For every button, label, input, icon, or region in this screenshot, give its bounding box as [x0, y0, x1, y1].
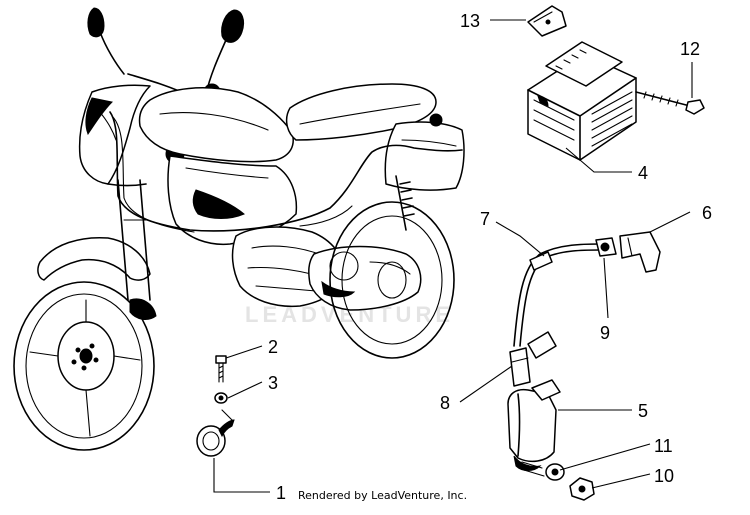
callout-11: 11: [654, 436, 673, 456]
part-bolt-2: [215, 355, 227, 383]
callout-1: 1: [276, 483, 286, 503]
part-voltage-regulator: [527, 41, 637, 161]
part-screw-12: [635, 91, 705, 115]
callout-6: 6: [702, 203, 712, 223]
part-horn: [196, 409, 235, 457]
callout-13: 13: [460, 11, 480, 31]
callout-2: 2: [268, 337, 278, 357]
callout-12: 12: [680, 39, 700, 59]
part-ht-lead: [513, 243, 601, 347]
part-cap-connector-9: [595, 237, 617, 257]
callout-9: 9: [600, 323, 610, 343]
left-mirror: [87, 7, 125, 75]
leader-lines: [213, 19, 693, 493]
part-washer-11: [545, 463, 565, 481]
part-nut-10: [569, 477, 595, 501]
part-spark-plug-cap: [619, 231, 661, 273]
part-washer-3: [214, 392, 228, 404]
part-ignition-coil: [507, 379, 561, 477]
callout-7: 7: [480, 209, 490, 229]
rendered-by-credit: Rendered by LeadVenture, Inc.: [298, 489, 467, 502]
callout-3: 3: [268, 373, 278, 393]
part-clip-13: [527, 5, 567, 37]
callout-5: 5: [638, 401, 648, 421]
callout-8: 8: [440, 393, 450, 413]
motorcycle-illustration: [13, 7, 465, 451]
part-boot-8: [509, 331, 557, 387]
callout-4: 4: [638, 163, 648, 183]
callout-10: 10: [654, 466, 674, 486]
rear-wheel: [329, 201, 455, 359]
front-wheel: [13, 281, 157, 451]
right-mirror: [205, 9, 245, 95]
